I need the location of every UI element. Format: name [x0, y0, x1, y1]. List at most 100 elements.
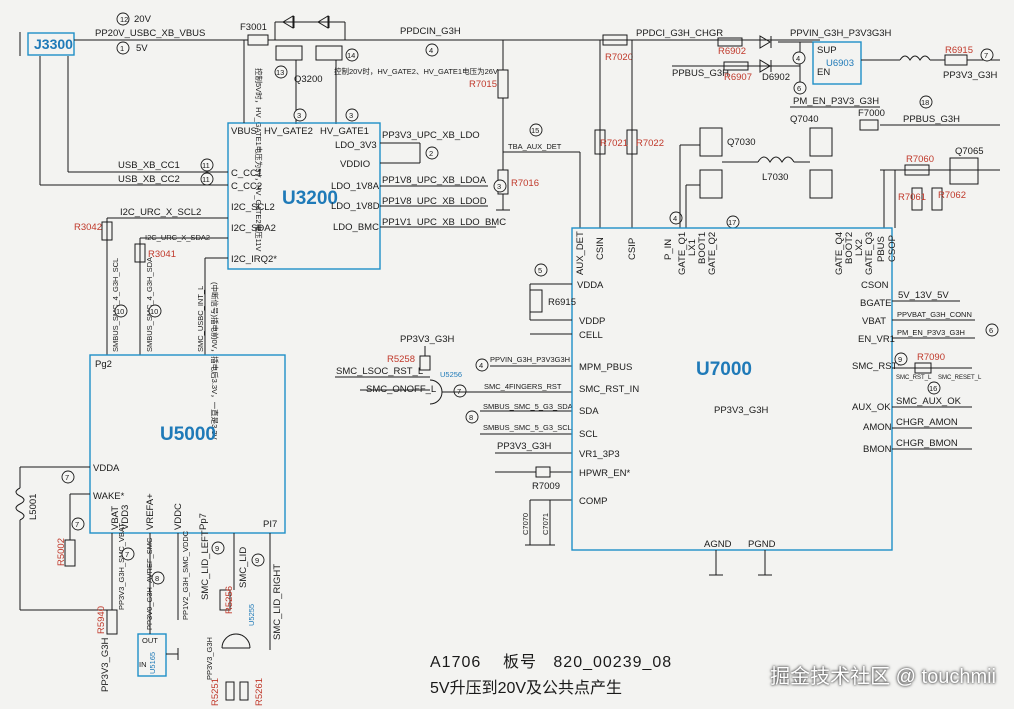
u7000-pgnd-pin: PGND [748, 539, 776, 550]
i2c-sda2-net: I2C_URC_X_SDA2 [145, 233, 210, 242]
u7000-label: U7000 [696, 359, 752, 380]
svg-text:4: 4 [479, 361, 483, 370]
r7062-label: R7062 [938, 190, 966, 201]
smc-lid-net: SMC_LID [238, 547, 249, 588]
svg-text:11: 11 [202, 161, 210, 170]
svg-text:18: 18 [921, 98, 929, 107]
u5255-label: U5255 [247, 604, 256, 626]
u7000-gateq3-pin: GATE_Q3 [864, 232, 875, 275]
svg-text:4: 4 [429, 46, 433, 55]
u7000-bgate-pin: BGATE [860, 298, 892, 309]
smc-4fingers-net: SMC_4FINGERS_RST [484, 382, 562, 391]
svg-text:10: 10 [116, 307, 124, 316]
r6915-top-label: R6915 [945, 45, 973, 56]
u7000-bmon-pin: BMON [863, 444, 892, 455]
u5000-vrefa-pin: VREFA+ [145, 493, 156, 530]
d6902-label: D6902 [762, 72, 790, 83]
u7000-mpmpbus-pin: MPM_PBUS [579, 362, 632, 373]
u5000-label: U5000 [160, 424, 216, 445]
r3042-label: R3042 [74, 222, 102, 233]
u7000-envr1-pin: EN_VR1 [858, 334, 895, 345]
smc-rst-l-net: SMC_RST_L [896, 375, 932, 381]
u7000-vddp-pin: VDDP [579, 316, 605, 327]
svg-text:3: 3 [349, 111, 353, 120]
svg-text:3: 3 [497, 182, 501, 191]
smc-lsoc-rst-net: SMC_LSOC_RST_L [336, 366, 423, 377]
u7000-cell-pin: CELL [579, 330, 603, 341]
ppbus-g3h2-net: PPBUS_G3H [903, 114, 960, 125]
u3200-hvgate1-pin: HV_GATE1 [320, 126, 369, 137]
u3200-irq2-pin: I2C_IRQ2* [231, 254, 277, 265]
r7009-label: R7009 [532, 481, 560, 492]
u7000-gateq4-pin: GATE_Q4 [834, 232, 845, 275]
u7000-vbat-pin: VBAT [862, 316, 886, 327]
i2c-scl2-net: I2C_URC_X_SCL2 [120, 207, 201, 218]
u7000-chip: U7000 AUX_DET CSIN CSIP P_IN GATE_Q1 LX1… [571, 227, 901, 551]
r6907-label: R6907 [724, 72, 752, 83]
u7000-nets: R6915 5 5V_13V_5V PPVBAT_G3H_CONN PM_EN_… [529, 263, 999, 576]
c7070-label: C7070 [521, 513, 530, 535]
r5258-label: R5258 [387, 354, 415, 365]
u7000-lx2-pin: LX2 [854, 239, 865, 256]
pp3v3-g3h-mid-net: PP3V3_G3H [400, 334, 455, 345]
u5000-wake-pin: WAKE* [93, 491, 125, 502]
r5256-label: R5256 [224, 586, 235, 614]
svg-text:7: 7 [75, 520, 79, 529]
svg-text:7: 7 [125, 550, 129, 559]
r7022-label: R7022 [636, 138, 664, 149]
smbus-sda-net: SMBUS_SMC_4_G3H_SDA [145, 257, 154, 352]
smbus-scl-mid-net: SMBUS_SMC_5_G3_SCL [483, 423, 572, 432]
note-13: 控制5V时，HV_GATE1电压为5V，HV_GATE2电压11V [254, 68, 264, 251]
l5001-label: L5001 [28, 494, 39, 520]
j3300-connector: J3300 [19, 32, 75, 56]
u7000-vr13p3-pin: VR1_3P3 [579, 449, 620, 460]
u7000-pin-pin: P_IN [663, 239, 674, 260]
svg-text:9: 9 [255, 556, 259, 565]
board-number: 820_00239_08 [553, 654, 673, 671]
u6903-sup-pin: SUP [817, 45, 837, 56]
u7000-smcrst-pin: SMC_RST* [852, 361, 901, 372]
svg-text:17: 17 [728, 218, 736, 227]
u7000-lx1-pin: LX1 [687, 239, 698, 256]
u5000-vdd3-pin: VDD3 [120, 505, 131, 530]
svg-text:16: 16 [929, 384, 937, 393]
u3200-scl2-pin: I2C_SCL2 [231, 202, 275, 213]
chgr-amon-net: CHGR_AMON [896, 417, 958, 428]
note-int: (中断信号)插电前0V，插电后3.3V，一直是3.3V [210, 282, 220, 440]
f3001-label: F3001 [240, 22, 267, 33]
ppdcin-net: PPDCIN_G3H [400, 26, 461, 37]
tba-aux-det-net: TBA_AUX_DET [508, 142, 562, 151]
pp20v-net: PP20V_USBC_XB_VBUS [95, 28, 205, 39]
svg-text:8: 8 [155, 574, 159, 583]
u5165-label: U5165 [148, 652, 157, 674]
smbus-sda-mid-net: SMBUS_SMC_5_G3_SDA [483, 402, 573, 411]
smc-lid-right-net: SMC_LID_RIGHT [272, 564, 283, 640]
svg-text:4: 4 [673, 214, 677, 223]
smc-usbc-int-net: SMC_USBC_INT_L [196, 286, 205, 352]
svg-text:7: 7 [984, 51, 988, 60]
svg-text:5: 5 [538, 266, 542, 275]
usb-cc1-net: USB_XB_CC1 [118, 160, 180, 171]
u7000-amon-pin: AMON [863, 422, 892, 433]
u3200-chip: U3200 VBUS HV_GATE2 HV_GATE1 C_CC1 C_CC2… [227, 122, 381, 270]
u5000-nets: L5001 7 R5002 7 R5940 PP3V3_G3H PP3V3_G3… [15, 466, 283, 706]
u5165-out-pin: OUT [142, 636, 158, 645]
model-number: A1706 [430, 654, 482, 671]
r5940-label: R5940 [96, 606, 107, 634]
u7000-pbus-pin: PBUS [876, 236, 887, 262]
ppdci-chgr-net: PPDCI_G3H_CHGR [636, 28, 723, 39]
u5000-vdda-pin: VDDA [93, 463, 120, 474]
u5000-vddc-pin: VDDC [173, 503, 184, 530]
u5256-label: U5256 [440, 370, 462, 379]
ppvbat-net: PPVBAT_G3H_CONN [897, 310, 972, 319]
u3200-vddio-pin: VDDIO [340, 159, 370, 170]
u3200-ldobmc-pin: LDO_BMC [333, 222, 379, 233]
chgr-bmon-net: CHGR_BMON [896, 438, 958, 449]
u3200-hvgate2-pin: HV_GATE2 [264, 126, 313, 137]
r5251-label: R5251 [210, 678, 221, 706]
svg-text:1: 1 [120, 44, 124, 53]
svg-text:7: 7 [65, 473, 69, 482]
r5261-label: R5261 [254, 678, 265, 706]
vbus-5v-label: 5V [136, 43, 148, 54]
pp1v8-ldoa-net: PP1V8_UPC_XB_LDOA [382, 175, 487, 186]
